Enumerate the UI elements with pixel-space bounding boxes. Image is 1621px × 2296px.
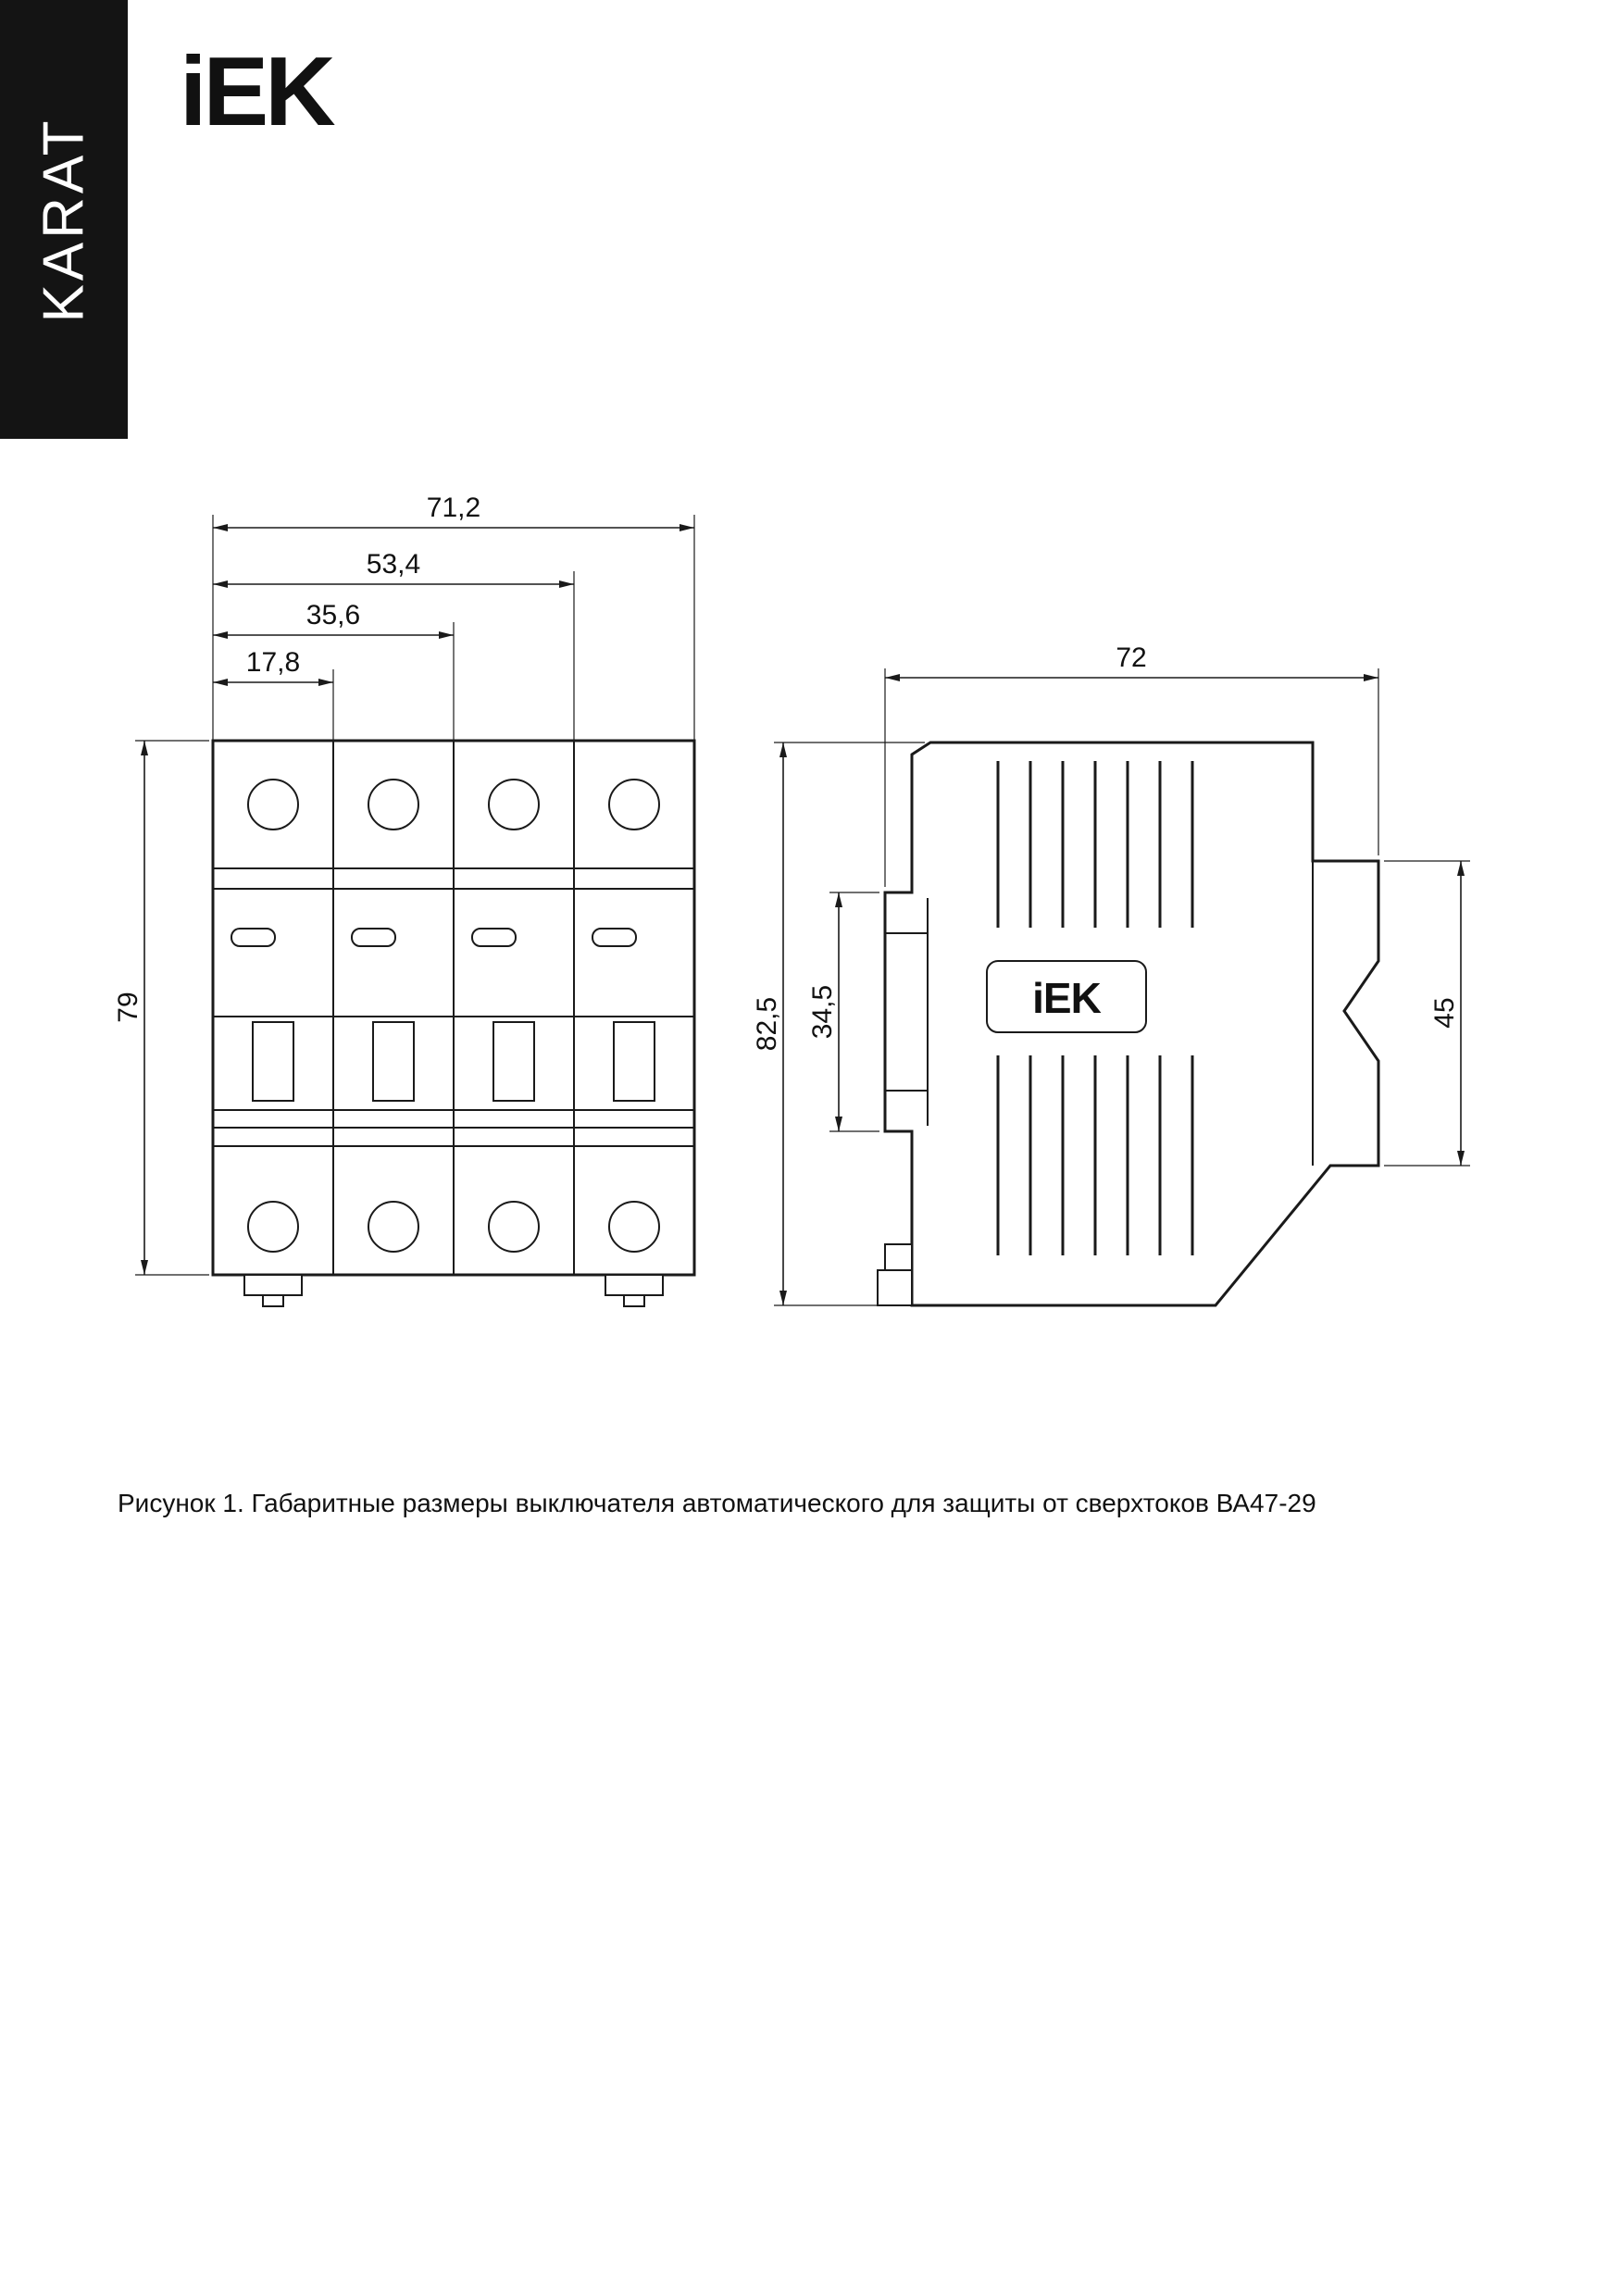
front-view-dimensions: 71,2 53,4 35,6 17,8 79 [113, 493, 695, 1276]
vent-slots-upper [996, 761, 1194, 928]
karat-series-banner: KARAT [0, 0, 128, 439]
side-view: iEK [877, 741, 1380, 1307]
top-terminal-screw [368, 779, 419, 830]
din-spring-clip [884, 1243, 913, 1271]
dim-label-din-span: 34,5 [807, 985, 838, 1039]
top-terminal-screw [247, 779, 299, 830]
top-terminal-screw [488, 779, 540, 830]
toggle-handle [613, 1021, 655, 1102]
din-spring-clip-foot [877, 1269, 913, 1306]
side-logo-text: iEK [1032, 974, 1101, 1022]
toggle-handle [372, 1021, 415, 1102]
top-terminal-screw [608, 779, 660, 830]
bottom-terminal-screw [368, 1201, 419, 1253]
bottom-terminal-screw [488, 1201, 540, 1253]
toggle-handle [493, 1021, 535, 1102]
side-logo-frame [986, 960, 1147, 1033]
figure-caption: Рисунок 1. Габаритные размеры выключател… [118, 1489, 1316, 1517]
toggle-handle [252, 1021, 294, 1102]
dim-label-front-face-height: 45 [1429, 997, 1460, 1028]
dim-label-3pole-width: 53,4 [367, 549, 420, 580]
front-view [211, 739, 696, 1307]
din-clip-tab-latch [623, 1294, 645, 1307]
dim-label-1pole-width: 17,8 [246, 647, 300, 678]
marking-window [351, 928, 396, 947]
bottom-terminal-screw [247, 1201, 299, 1253]
dim-label-2pole-width: 35,6 [306, 600, 360, 630]
dim-label-total-height: 82,5 [752, 997, 782, 1051]
marking-window [471, 928, 517, 947]
iek-brand-logo: iEK [180, 37, 336, 146]
bottom-terminal-screw [608, 1201, 660, 1253]
dim-label-total-width: 71,2 [427, 493, 480, 523]
din-clip-tab [243, 1274, 303, 1296]
marking-window [231, 928, 276, 947]
marking-window [592, 928, 637, 947]
dim-label-front-height: 79 [113, 992, 143, 1022]
din-clip-tab-latch [262, 1294, 284, 1307]
side-view-dimensions: 72 82,5 34,5 45 [752, 643, 1470, 1306]
din-clip-tab [605, 1274, 664, 1296]
breaker-side-body [883, 741, 1380, 1307]
dim-label-depth: 72 [1116, 643, 1146, 673]
vent-slots-lower [996, 1055, 1194, 1255]
